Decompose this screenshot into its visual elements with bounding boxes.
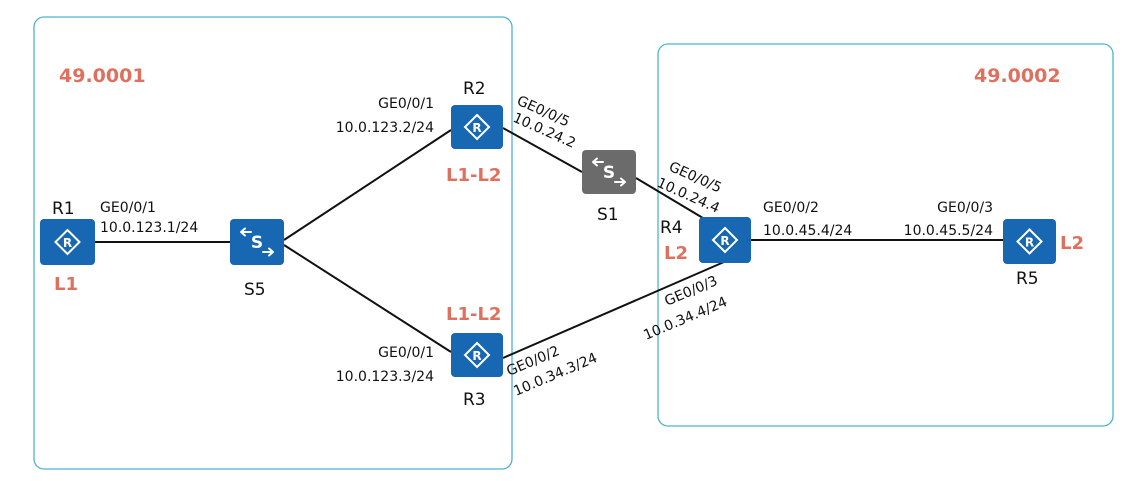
ip-label-r2-s5: 10.0.123.2/24 — [336, 120, 434, 136]
device-name-r2: R2 — [463, 79, 486, 99]
router-r2[interactable] — [451, 105, 503, 149]
level-r4: L2 — [664, 243, 688, 264]
ip-label-r1: 10.0.123.1/24 — [100, 220, 198, 236]
switch-s5[interactable] — [230, 219, 284, 265]
level-r2: L1-L2 — [446, 165, 501, 186]
router-r1[interactable] — [40, 219, 95, 265]
router-r3[interactable] — [451, 333, 503, 377]
port-label-r5-r4: GE0/0/3 — [937, 200, 993, 216]
level-r3: L1-L2 — [446, 304, 501, 325]
area-id-2: 49.0002 — [974, 65, 1061, 87]
level-r1: L1 — [54, 274, 78, 295]
device-name-s1: S1 — [597, 205, 619, 225]
link-r2-s1 — [502, 127, 583, 173]
device-name-r1: R1 — [52, 199, 75, 219]
level-r5: L2 — [1060, 233, 1084, 254]
ip-label-r4-r5: 10.0.45.4/24 — [763, 223, 852, 239]
router-r4[interactable] — [699, 217, 751, 263]
device-name-r4: R4 — [660, 218, 683, 238]
port-label-r3-s5: GE0/0/1 — [378, 345, 434, 361]
link-s5-r2 — [283, 129, 452, 241]
area-id-1: 49.0001 — [59, 65, 146, 87]
link-r3-r4 — [502, 261, 725, 359]
link-s5-r3 — [283, 244, 452, 353]
ip-label-r5-r4: 10.0.45.5/24 — [904, 223, 993, 239]
port-label-r1: GE0/0/1 — [100, 200, 156, 216]
router-r5[interactable] — [1003, 219, 1056, 264]
area-box-2 — [657, 43, 1114, 427]
device-name-r3: R3 — [463, 390, 486, 410]
device-name-r5: R5 — [1016, 269, 1039, 289]
port-label-r4-r5: GE0/0/2 — [763, 200, 819, 216]
area-box-1 — [33, 16, 513, 470]
port-label-r2-s5: GE0/0/1 — [378, 96, 434, 112]
ip-label-r3-s5: 10.0.123.3/24 — [336, 369, 434, 385]
device-name-s5: S5 — [244, 280, 266, 300]
switch-s1[interactable] — [582, 150, 636, 194]
